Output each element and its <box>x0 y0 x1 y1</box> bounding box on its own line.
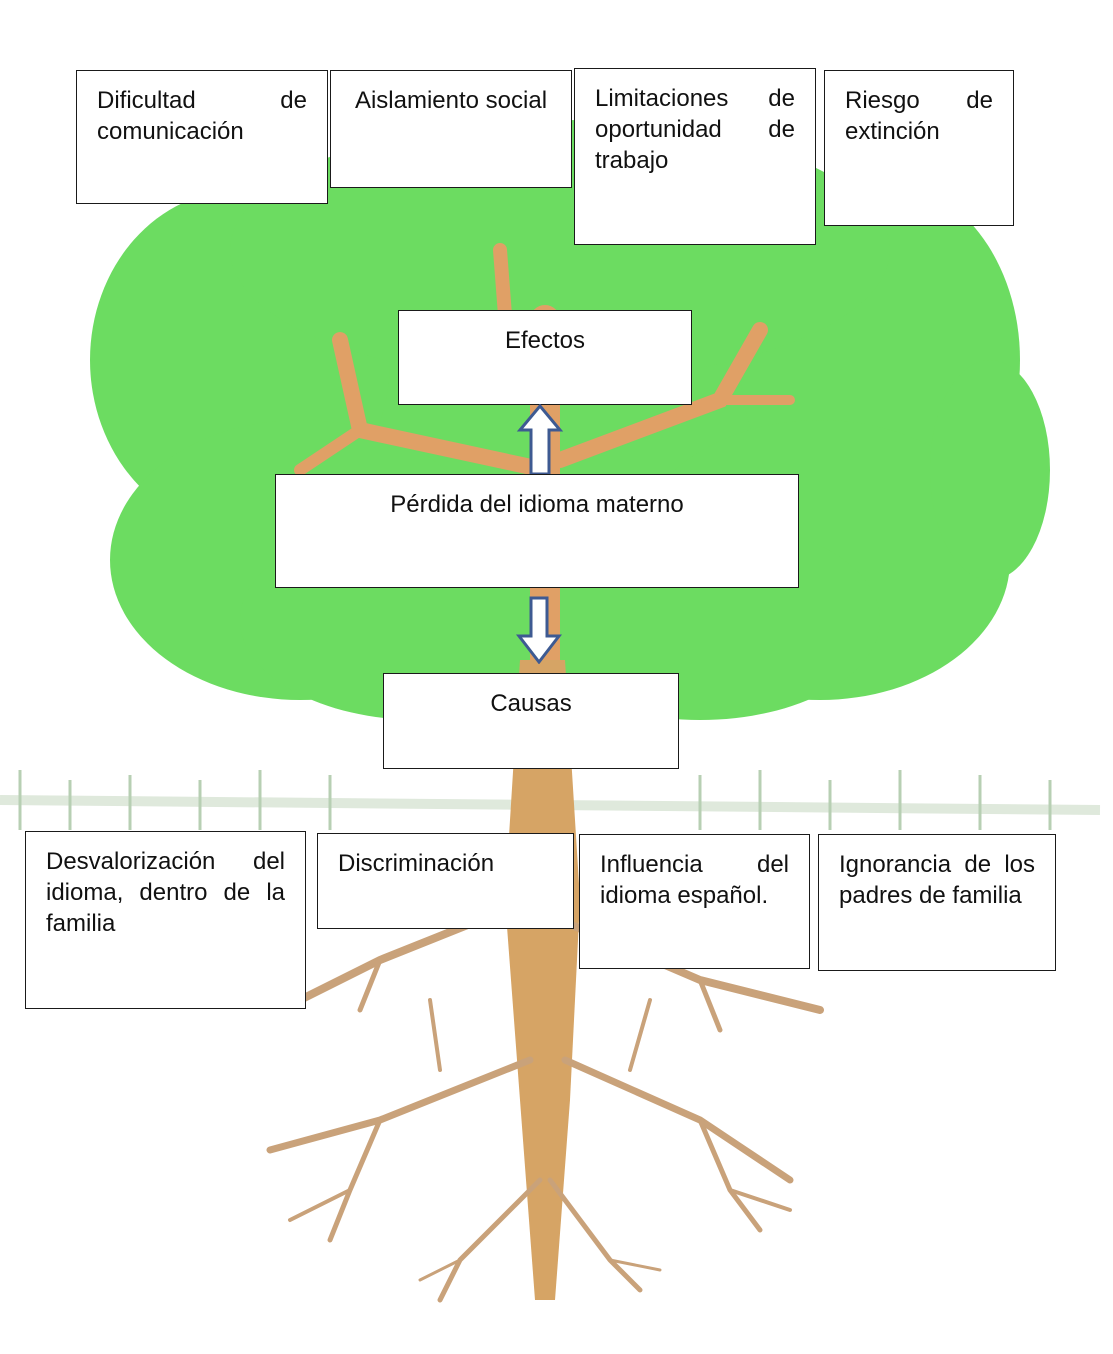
arrow-down-icon <box>515 596 563 664</box>
effects-label-box: Efectos <box>398 310 692 405</box>
cause-text: Discriminación <box>338 850 495 877</box>
effect-box-social-isolation: Aislamiento social <box>330 70 572 188</box>
cause-box-devaluation: Desvalorización del idioma, dentro de la… <box>25 831 306 1009</box>
cause-box-discrimination: Discriminación <box>317 833 574 929</box>
core-problem-text: Pérdida del idioma materno <box>390 491 684 518</box>
causes-label-box: Causas <box>383 673 679 769</box>
cause-box-parents-ignorance: Ignorancia de los padres de familia <box>818 834 1056 971</box>
cause-text: Ignorancia de los padres de familia <box>839 851 1035 909</box>
effect-box-extinction-risk: Riesgo de extinción <box>824 70 1014 226</box>
arrow-up-icon <box>516 404 564 476</box>
cause-box-spanish-influence: Influencia del idioma español. <box>579 834 810 969</box>
cause-text: Desvalorización del idioma, dentro de la… <box>46 848 285 937</box>
effect-box-communication: Dificultad de comunicación <box>76 70 328 204</box>
cause-text: Influencia del idioma español. <box>600 851 789 909</box>
effects-label: Efectos <box>504 327 586 354</box>
core-problem-box: Pérdida del idioma materno <box>275 474 799 588</box>
effect-text: Riesgo de extinción <box>845 87 993 145</box>
effect-text: Aislamiento social <box>354 87 548 114</box>
effect-text: Limitaciones de oportunidad de trabajo <box>595 85 795 174</box>
effect-box-work-limitations: Limitaciones de oportunidad de trabajo <box>574 68 816 245</box>
causes-label: Causas <box>490 690 572 717</box>
effect-text: Dificultad de comunicación <box>97 87 307 145</box>
tree-trunk <box>505 660 580 1300</box>
